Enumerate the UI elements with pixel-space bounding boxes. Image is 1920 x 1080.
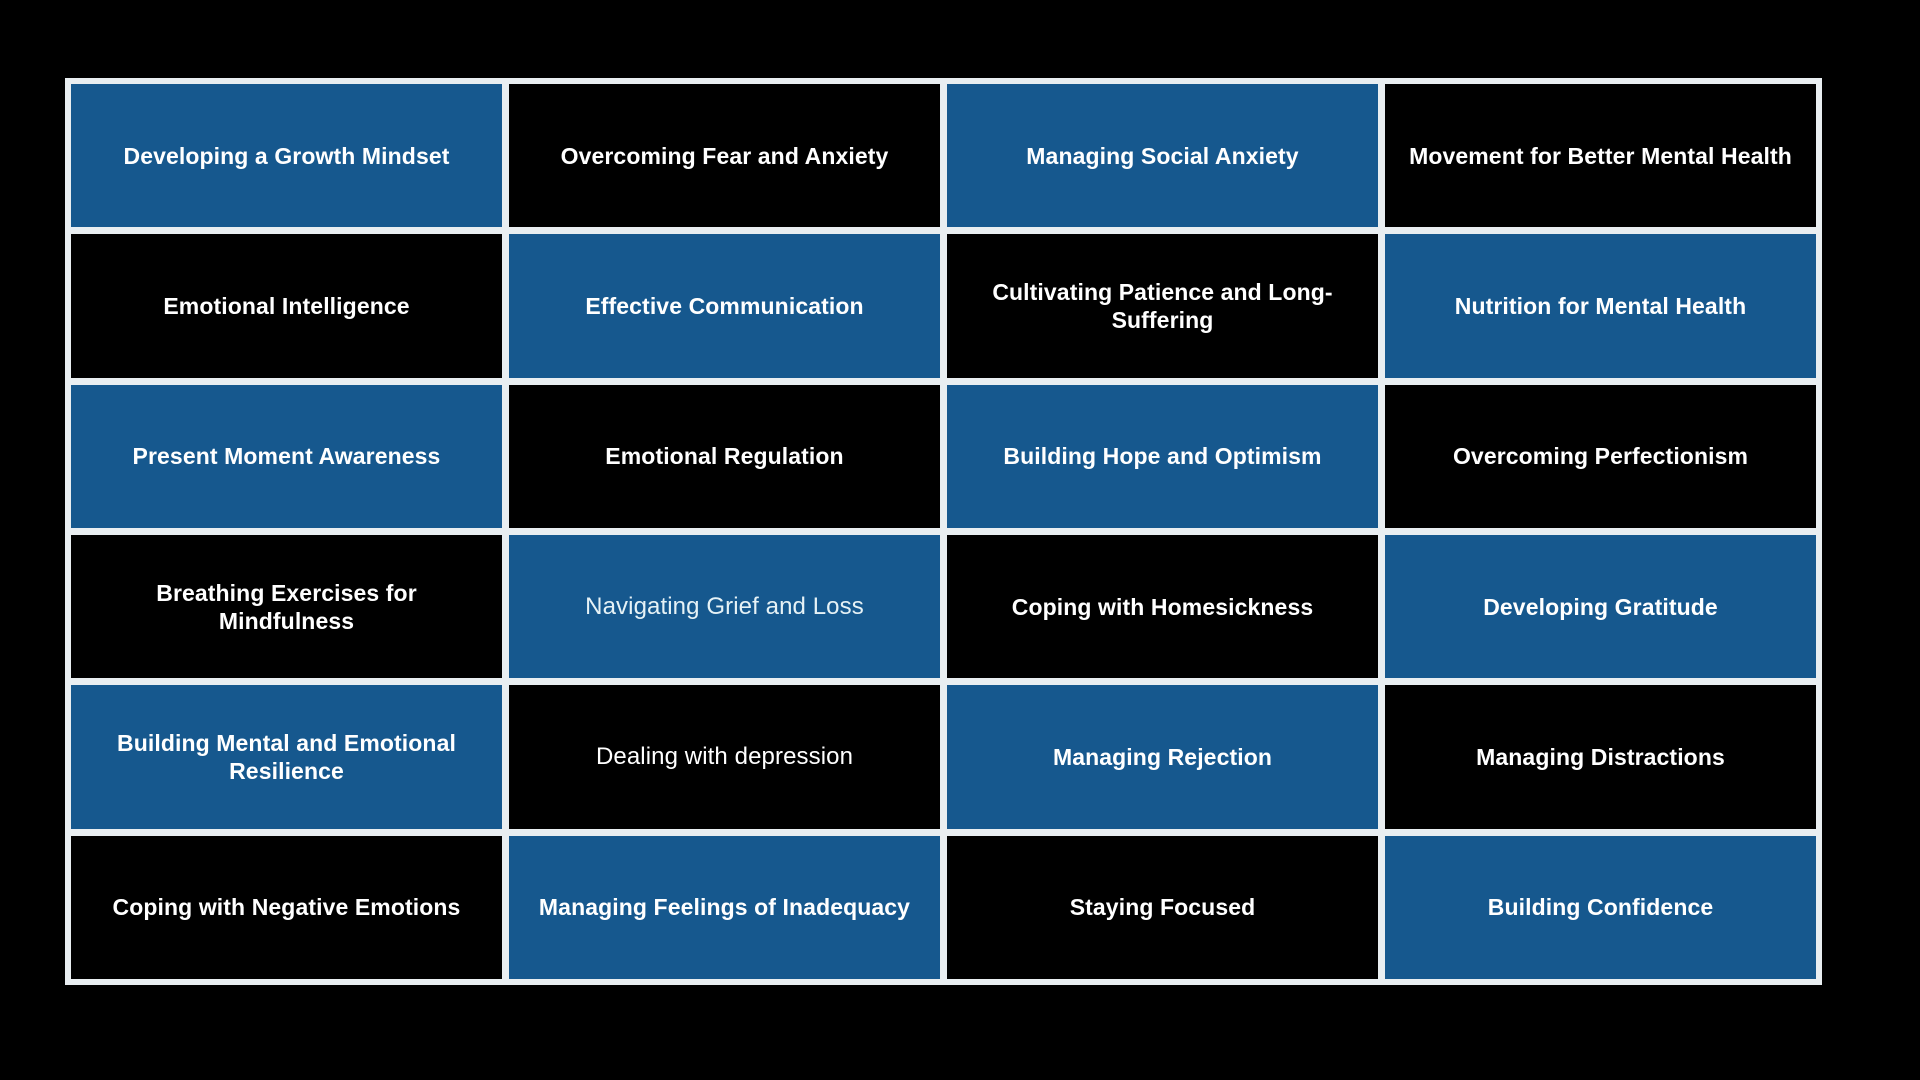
topic-cell[interactable]: Navigating Grief and Loss xyxy=(509,534,940,679)
topic-cell[interactable]: Breathing Exercises for Mindfulness xyxy=(71,534,502,679)
topic-cell-label: Cultivating Patience and Long-Suffering xyxy=(992,278,1333,333)
topic-cell[interactable]: Coping with Negative Emotions xyxy=(71,835,502,979)
topic-cell-label: Coping with Negative Emotions xyxy=(112,894,461,921)
topic-cell-label: Building Confidence xyxy=(1487,894,1714,921)
topic-cell[interactable]: Coping with Homesickness xyxy=(947,534,1378,679)
topic-cell-label: Managing Rejection xyxy=(1052,743,1273,770)
topic-cell-label: Overcoming Perfectionism xyxy=(1452,443,1749,470)
topic-cell[interactable]: Emotional Intelligence xyxy=(71,234,502,378)
topic-cell[interactable]: Emotional Regulation xyxy=(509,384,940,528)
topic-cell[interactable]: Dealing with depression xyxy=(509,685,940,829)
topic-cell[interactable]: Managing Rejection xyxy=(947,685,1378,829)
topic-cell[interactable]: Staying Focused xyxy=(947,835,1378,979)
topic-cell-label: Managing Feelings of Inadequacy xyxy=(538,894,911,921)
topic-cell-label: Dealing with depression xyxy=(595,743,854,771)
topic-cell-label: Present Moment Awareness xyxy=(132,443,441,470)
topic-cell[interactable]: Managing Social Anxiety xyxy=(947,84,1378,228)
topic-cell[interactable]: Overcoming Perfectionism xyxy=(1385,384,1816,528)
topic-cell[interactable]: Developing Gratitude xyxy=(1385,534,1816,679)
topic-cell[interactable]: Managing Distractions xyxy=(1385,685,1816,829)
topic-cell-label: Managing Social Anxiety xyxy=(1026,142,1299,169)
topic-cell[interactable]: Building Hope and Optimism xyxy=(947,384,1378,528)
topic-cell-label: Coping with Homesickness xyxy=(1011,593,1314,620)
topic-cell-label: Emotional Intelligence xyxy=(163,292,410,319)
topic-cell-label: Building Hope and Optimism xyxy=(1003,443,1322,470)
topic-cell-label: Nutrition for Mental Health xyxy=(1454,292,1747,319)
topic-cell-label: Effective Communication xyxy=(585,292,864,319)
topic-cell-label: Staying Focused xyxy=(1069,894,1256,921)
topic-cell-label: Overcoming Fear and Anxiety xyxy=(560,142,889,169)
topic-cell-label: Emotional Regulation xyxy=(605,443,844,470)
topic-cell[interactable]: Present Moment Awareness xyxy=(71,384,502,528)
topic-cell-label: Movement for Better Mental Health xyxy=(1409,142,1792,169)
topic-cell-label: Building Mental and Emotional Resilience xyxy=(117,729,456,784)
topic-cell[interactable]: Developing a Growth Mindset xyxy=(71,84,502,228)
topic-cell-label: Breathing Exercises for Mindfulness xyxy=(156,579,417,634)
topic-cell-label: Managing Distractions xyxy=(1476,743,1725,770)
topic-cell[interactable]: Building Confidence xyxy=(1385,835,1816,979)
topic-cell[interactable]: Movement for Better Mental Health xyxy=(1385,84,1816,228)
topic-cell[interactable]: Building Mental and Emotional Resilience xyxy=(71,685,502,829)
topic-cell[interactable]: Managing Feelings of Inadequacy xyxy=(509,835,940,979)
topic-cell[interactable]: Effective Communication xyxy=(509,234,940,378)
topic-grid: Developing a Growth Mindset Overcoming Fe… xyxy=(65,78,1822,985)
topic-cell[interactable]: Cultivating Patience and Long-Suffering xyxy=(947,234,1378,378)
topic-cell-label: Navigating Grief and Loss xyxy=(585,593,864,621)
topic-cell-label: Developing Gratitude xyxy=(1483,593,1718,620)
topic-cell[interactable]: Nutrition for Mental Health xyxy=(1385,234,1816,378)
topic-cell[interactable]: Overcoming Fear and Anxiety xyxy=(509,84,940,228)
topic-cell-label: Developing a Growth Mindset xyxy=(123,142,450,169)
